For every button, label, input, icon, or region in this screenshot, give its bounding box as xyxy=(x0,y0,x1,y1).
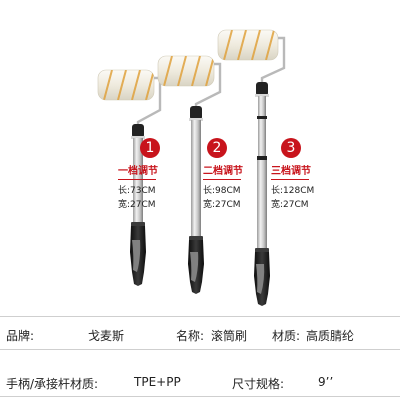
material-value: 高质腈纶 xyxy=(306,329,355,343)
level-3-title: 三档调节 xyxy=(271,166,311,177)
roller-2 xyxy=(157,55,222,294)
level-1-width: 宽:27CM xyxy=(118,200,156,210)
level-3-badge: 3 xyxy=(281,138,301,158)
info-top-divider xyxy=(0,316,400,317)
level-2-badge: 2 xyxy=(207,138,227,158)
level-3-annotation: 3 三档调节 长:128CM 宽:27CM xyxy=(271,138,314,210)
material-label: 材质: xyxy=(272,329,301,343)
level-2-width: 宽:27CM xyxy=(203,200,241,210)
handle-material-label: 手柄/承接杆材质: xyxy=(6,377,99,391)
info-middle-divider xyxy=(0,349,400,350)
brand-label: 品牌: xyxy=(6,329,35,343)
roller-3 xyxy=(217,29,286,306)
level-1-underline xyxy=(118,179,156,180)
handle-material-value: TPE+PP xyxy=(134,375,181,389)
level-3-length: 长:128CM xyxy=(271,186,315,196)
level-1-badge: 1 xyxy=(140,138,160,158)
brand-value: 戈麦斯 xyxy=(88,329,125,343)
level-2-annotation: 2 二档调节 长:98CM 宽:27CM xyxy=(203,138,243,210)
level-3-underline xyxy=(271,179,309,180)
level-2-length: 长:98CM xyxy=(203,186,241,196)
roller-3-cover xyxy=(217,29,279,61)
size-label: 尺寸规格: xyxy=(232,377,285,391)
roller-1 xyxy=(97,69,162,286)
roller-3-pole xyxy=(257,160,267,260)
roller-1-pole xyxy=(133,138,143,238)
size-value: 9’’ xyxy=(318,375,334,389)
level-1-annotation: 1 一档调节 长:73CM 宽:27CM xyxy=(118,138,160,210)
paint-rollers-illustration xyxy=(97,29,286,306)
level-2-title: 二档调节 xyxy=(203,166,243,177)
product-name-label: 名称: xyxy=(176,329,205,343)
roller-1-cover xyxy=(97,69,155,101)
level-2-underline xyxy=(203,179,241,180)
product-name-value: 滚筒刷 xyxy=(211,329,248,343)
level-3-width: 宽:27CM xyxy=(271,200,309,210)
roller-3-frame xyxy=(260,36,286,88)
level-1-title: 一档调节 xyxy=(118,166,158,177)
level-1-length: 长:73CM xyxy=(118,186,156,196)
roller-2-pole xyxy=(191,120,201,248)
roller-2-cover xyxy=(157,55,215,87)
info-bottom-divider xyxy=(0,396,400,397)
